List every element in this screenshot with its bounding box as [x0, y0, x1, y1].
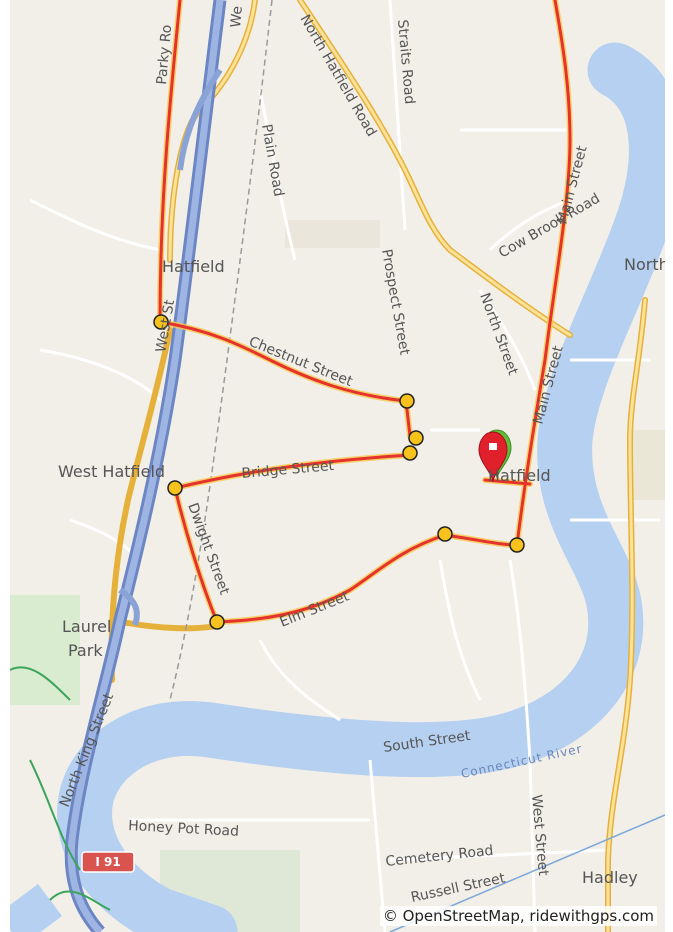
waypoint[interactable]	[209, 614, 225, 630]
map-canvas: I 91 Parky Ro We North Hatfield Road Str…	[10, 0, 665, 932]
land-patch	[630, 430, 665, 500]
street-label: Cow Brook Road	[496, 191, 603, 262]
street-label: Bridge Street	[241, 458, 335, 482]
route	[157, 0, 573, 625]
place-label-park: Park	[68, 641, 103, 660]
map-view[interactable]: I 91 Parky Ro We North Hatfield Road Str…	[10, 0, 665, 932]
waypoint[interactable]	[408, 430, 424, 446]
waypoint[interactable]	[509, 537, 525, 553]
street-label: Elm Street	[278, 588, 352, 631]
street-label: Prospect Street	[378, 248, 412, 357]
connecticut-river	[57, 42, 665, 932]
land-patch	[285, 220, 380, 248]
street-label: West Street	[528, 794, 551, 877]
street-label: Russell Street	[410, 870, 508, 906]
place-label-hatfield-center: Hatfield	[488, 466, 551, 485]
street-label: North Street	[476, 291, 521, 378]
waypoint[interactable]	[153, 314, 169, 330]
river-branch	[10, 884, 62, 932]
street-label: Straits Road	[394, 19, 417, 105]
place-label-laurel: Laurel	[62, 617, 111, 636]
place-label-hadley: Hadley	[582, 868, 638, 887]
street-label: Parky Ro	[154, 24, 175, 85]
highway-shield: I 91	[81, 851, 135, 873]
place-label-north: North	[624, 255, 665, 274]
trail	[10, 666, 111, 911]
waypoint[interactable]	[399, 393, 415, 409]
highway-ramp	[177, 68, 223, 171]
end-marker-icon[interactable]	[478, 431, 508, 483]
waypoint[interactable]	[437, 526, 453, 542]
railway	[169, 0, 273, 701]
highway-ramp	[118, 587, 140, 626]
park-area	[10, 595, 80, 705]
street-label: Cemetery Road	[385, 843, 494, 870]
waypoint[interactable]	[402, 445, 418, 461]
street-label: Honey Pot Road	[128, 818, 240, 840]
highway-shield-label: I 91	[95, 855, 120, 869]
place-label-hatfield-north: Hatfield	[162, 257, 225, 276]
street-label: North Hatfield Road	[297, 12, 380, 140]
place-label-west-hatfield: West Hatfield	[58, 462, 165, 481]
waypoint[interactable]	[167, 480, 183, 496]
street-label: We	[228, 5, 246, 28]
street-label: Plain Road	[258, 123, 286, 198]
map-attribution[interactable]: © OpenStreetMap, ridewithgps.com	[379, 906, 657, 926]
street-label: Chestnut Street	[247, 334, 356, 390]
